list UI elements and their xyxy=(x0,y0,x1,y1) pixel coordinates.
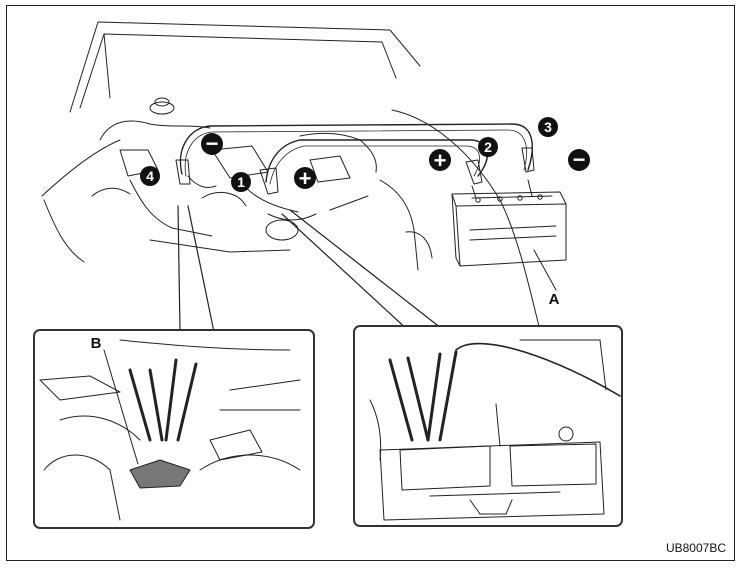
callout-4: 4 xyxy=(146,168,154,184)
minus-sign-left xyxy=(201,133,223,155)
plus-sign-left xyxy=(294,167,316,189)
leader-line-right xyxy=(281,213,411,333)
callout-1: 1 xyxy=(237,174,245,190)
callout-3: 3 xyxy=(544,119,552,135)
callout-3-badge xyxy=(538,117,558,137)
battery-a xyxy=(451,179,567,267)
engine-bay xyxy=(99,120,211,141)
plus-sign-left-text: + xyxy=(299,166,312,191)
callout-2-badge xyxy=(478,137,498,157)
callout-2: 2 xyxy=(484,139,492,155)
ground-point-bracket xyxy=(129,459,191,489)
figure-code: UB8007BC xyxy=(666,541,726,555)
plus-sign-right-text: + xyxy=(434,148,447,173)
positive-cable xyxy=(265,139,488,183)
inset-left xyxy=(33,329,315,529)
callout-4-badge xyxy=(140,166,160,186)
hood-outline xyxy=(69,21,421,113)
label-ground-b: B xyxy=(91,335,102,352)
callout-1-badge xyxy=(231,172,251,192)
fender-outline xyxy=(391,109,541,331)
leader-line-left xyxy=(177,205,181,331)
minus-sign-left-text: − xyxy=(206,131,219,156)
minus-sign-right xyxy=(568,149,590,171)
minus-sign-right-text: − xyxy=(573,147,586,172)
plus-sign-right xyxy=(429,149,451,171)
label-battery-a: A xyxy=(549,291,560,308)
inset-right xyxy=(353,325,623,527)
